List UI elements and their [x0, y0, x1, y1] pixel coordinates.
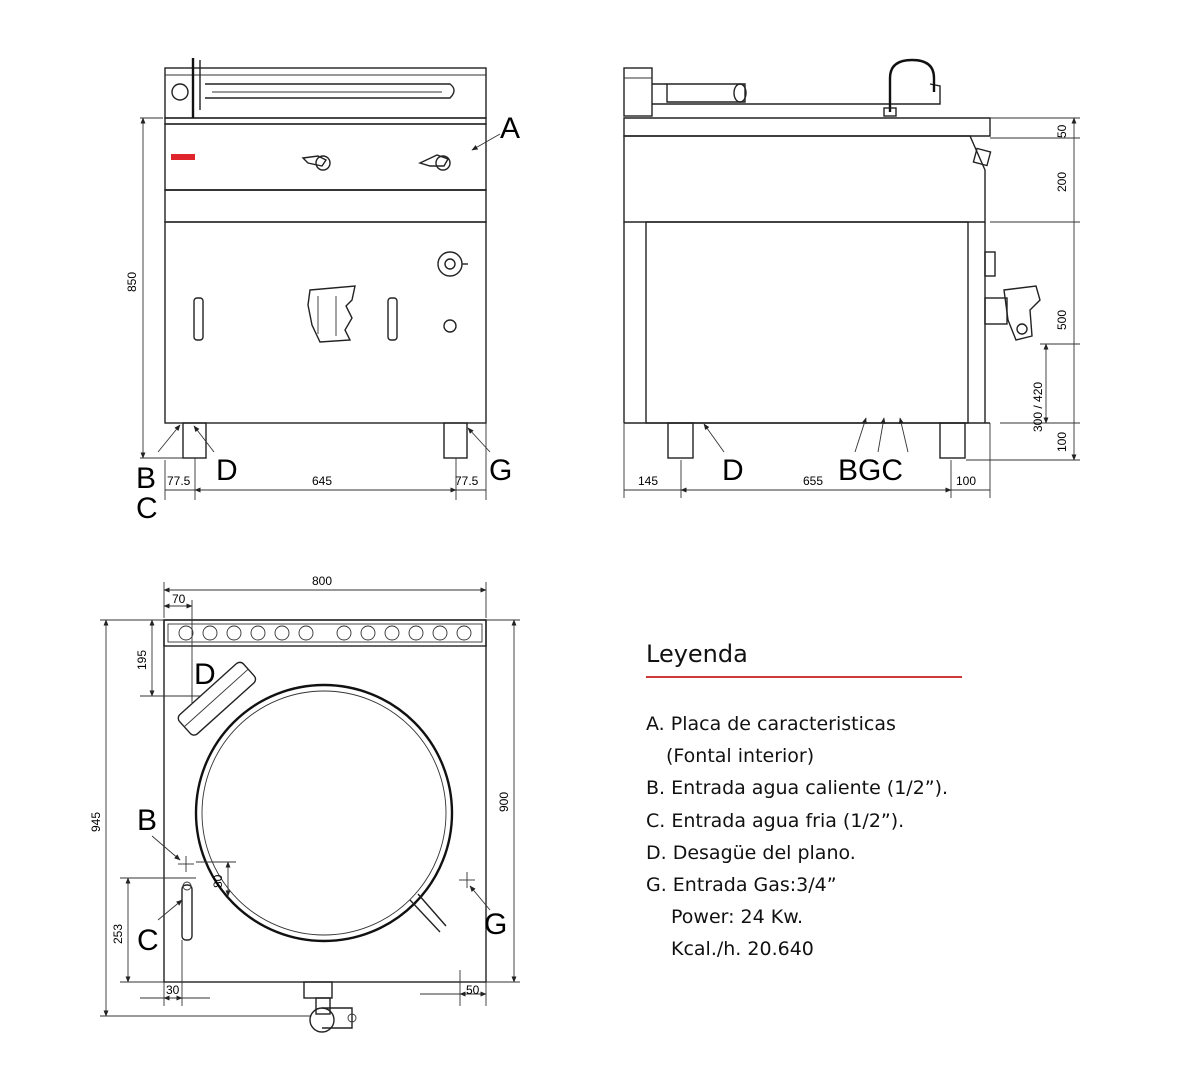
dim-top-80: 80	[211, 874, 225, 888]
dim-top-945: 945	[89, 812, 103, 832]
dim-top-70: 70	[172, 592, 186, 606]
callout-front-C: C	[136, 492, 158, 525]
legend-item: Kcal./h. 20.640	[671, 938, 814, 961]
legend-item: A. Placa de caracteristicas	[646, 713, 896, 735]
top-view: 800 70 195 945 900 253 80 30	[89, 574, 520, 1033]
dim-side-145: 145	[638, 474, 658, 488]
callout-front-D: D	[216, 454, 238, 487]
dim-top-width: 800	[312, 574, 332, 588]
drain-valve-icon	[984, 285, 1041, 341]
dim-top-195: 195	[135, 650, 149, 670]
legend-title: Leyenda	[646, 640, 748, 668]
callout-top-G: G	[484, 908, 507, 941]
dim-top-253: 253	[111, 924, 125, 944]
dim-top-50: 50	[466, 983, 480, 997]
pilot-icon	[443, 319, 457, 333]
callout-side-D: D	[722, 454, 744, 487]
callout-top-B: B	[137, 804, 157, 837]
legend-list: A. Placa de caracteristicas (Fontal inter…	[646, 708, 976, 966]
burner-row	[167, 623, 483, 643]
side-view: 50 200 500 300 / 420 100 145 655 100 D B…	[623, 58, 1080, 498]
callout-top-D: D	[194, 658, 216, 691]
legend-item: Power: 24 Kw.	[671, 906, 804, 929]
callout-front-G: G	[489, 454, 512, 487]
dim-side-100-vertical: 100	[1055, 432, 1069, 452]
tap-spout	[177, 661, 257, 736]
dim-front-width: 645	[312, 474, 332, 488]
dim-side-50: 50	[1055, 124, 1069, 138]
gas-inlet-icon	[303, 981, 357, 1033]
dim-side-100-horizontal: 100	[956, 474, 976, 488]
callout-front-B: B	[136, 462, 156, 495]
dim-front-height: 850	[125, 272, 139, 292]
kettle-circle	[194, 683, 454, 943]
legend-item: (Fontal interior)	[666, 745, 815, 768]
legend-item: D. Desagüe del plano.	[646, 841, 856, 864]
knob-marker	[171, 154, 195, 160]
tap-icon	[307, 285, 356, 343]
legend-item: G. Entrada Gas:3/4”	[646, 874, 837, 897]
knob-left	[301, 155, 331, 171]
dim-side-500: 500	[1055, 310, 1069, 330]
dim-top-900: 900	[497, 792, 511, 812]
callout-side-BGC: BGC	[838, 454, 903, 487]
callout-front-A: A	[500, 112, 520, 145]
dim-side-200: 200	[1055, 172, 1069, 192]
knob-right	[418, 154, 451, 171]
dim-front-left: 77.5	[167, 474, 191, 488]
gas-valve-icon	[437, 251, 468, 277]
legend-item: C. Entrada agua fria (1/2”).	[646, 809, 905, 832]
front-view: 850 77.5 645 77.5 A B C D G	[125, 58, 520, 525]
dim-side-655: 655	[803, 474, 823, 488]
legend: Leyenda A. Placa de caracteristicas (Font…	[646, 640, 976, 966]
callout-top-C: C	[137, 924, 159, 957]
legend-item: B. Entrada agua caliente (1/2”).	[646, 777, 949, 800]
dim-front-right: 77.5	[455, 474, 479, 488]
legend-divider	[646, 676, 962, 678]
dim-side-300-420: 300 / 420	[1031, 382, 1045, 432]
dim-top-30: 30	[166, 983, 180, 997]
